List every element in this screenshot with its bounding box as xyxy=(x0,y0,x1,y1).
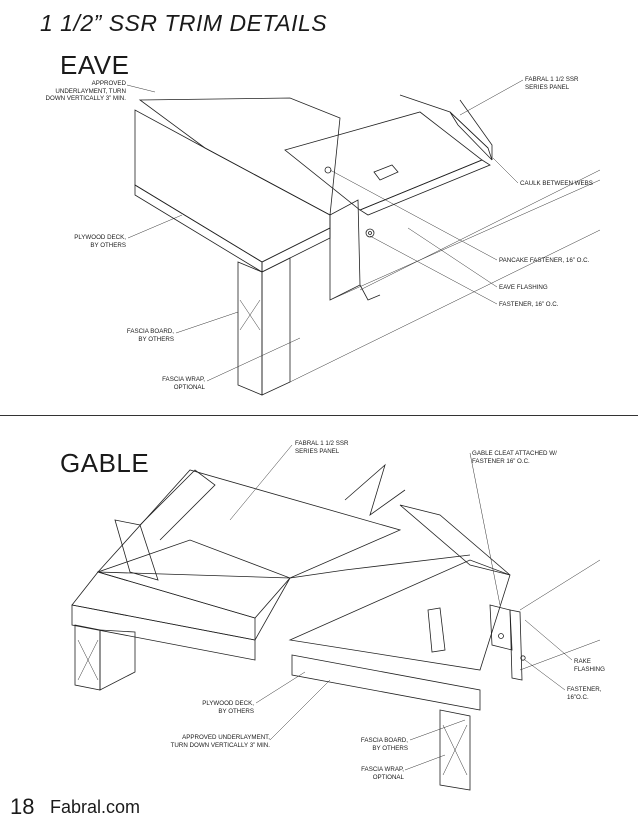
gable-label-cleat: GABLE CLEAT ATTACHED W/ FASTENER 16” O.C… xyxy=(472,450,557,465)
eave-section-title: EAVE xyxy=(60,50,130,80)
eave-label-fastener: FASTENER, 16” O.C. xyxy=(499,301,559,308)
page-number: 18 xyxy=(10,794,35,819)
gable-label-fascia-wrap: FASCIA WRAP, OPTIONAL xyxy=(361,766,404,781)
eave-label-caulk: CAULK BETWEEN WEBS xyxy=(520,180,593,187)
page-title: 1 1/2” SSR TRIM DETAILS xyxy=(40,10,328,36)
eave-label-pancake-fastener: PANCAKE FASTENER, 16” O.C. xyxy=(499,257,590,264)
eave-label-panel: FABRAL 1 1/2 SSR SERIES PANEL xyxy=(525,76,579,91)
gable-label-plywood: PLYWOOD DECK, BY OTHERS xyxy=(202,700,254,715)
site-link[interactable]: Fabral.com xyxy=(50,797,141,817)
gable-label-underlayment: APPROVED UNDERLAYMENT, TURN DOWN VERTICA… xyxy=(170,734,270,749)
gable-drawing xyxy=(71,444,601,791)
eave-label-plywood: PLYWOOD DECK, BY OTHERS xyxy=(74,234,126,249)
eave-label-underlayment: APPROVED UNDERLAYMENT, TURN DOWN VERTICA… xyxy=(45,80,126,103)
eave-label-fascia-board: FASCIA BOARD, BY OTHERS xyxy=(126,328,174,343)
gable-label-fastener: FASTENER, 16”O.C. xyxy=(567,686,602,701)
gable-label-panel: FABRAL 1 1/2 SSR SERIES PANEL xyxy=(295,440,349,455)
gable-section-title: GABLE xyxy=(60,448,150,478)
gable-label-rake-flashing: RAKE FLASHING xyxy=(574,658,605,673)
eave-drawing xyxy=(126,79,601,396)
eave-label-flashing: EAVE FLASHING xyxy=(499,284,548,291)
gable-label-fascia-board: FASCIA BOARD, BY OTHERS xyxy=(360,737,408,752)
section-divider xyxy=(0,415,638,416)
eave-label-fascia-wrap: FASCIA WRAP, OPTIONAL xyxy=(162,376,205,391)
